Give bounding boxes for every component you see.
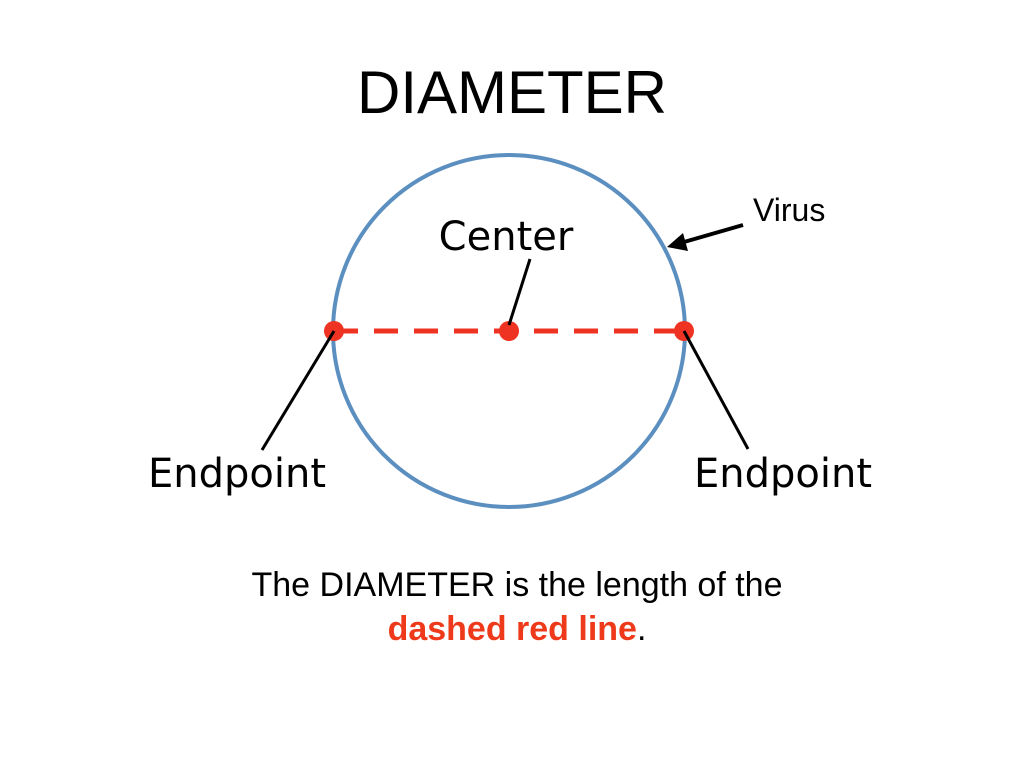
caption-line-2: dashed red line. (0, 607, 1024, 651)
virus-arrow-shaft (683, 223, 744, 244)
center-point (499, 321, 519, 341)
caption-line-1: The DIAMETER is the length of the (251, 566, 783, 604)
virus-label: Virus (753, 192, 825, 228)
caption-emphasis: dashed red line (387, 610, 637, 648)
slide-title: DIAMETER (356, 59, 668, 126)
endpoint-right-label: Endpoint (694, 451, 872, 497)
center-label: Center (439, 214, 574, 260)
center-leader-line (507, 258, 532, 326)
endpoint-left-leader-line (260, 330, 336, 451)
caption: The DIAMETER is the length of the dashed… (0, 563, 1024, 651)
caption-period: . (636, 610, 647, 648)
virus-arrow-head (667, 233, 688, 251)
endpoint-left-label: Endpoint (148, 451, 326, 497)
endpoint-right-leader-line (682, 330, 750, 450)
